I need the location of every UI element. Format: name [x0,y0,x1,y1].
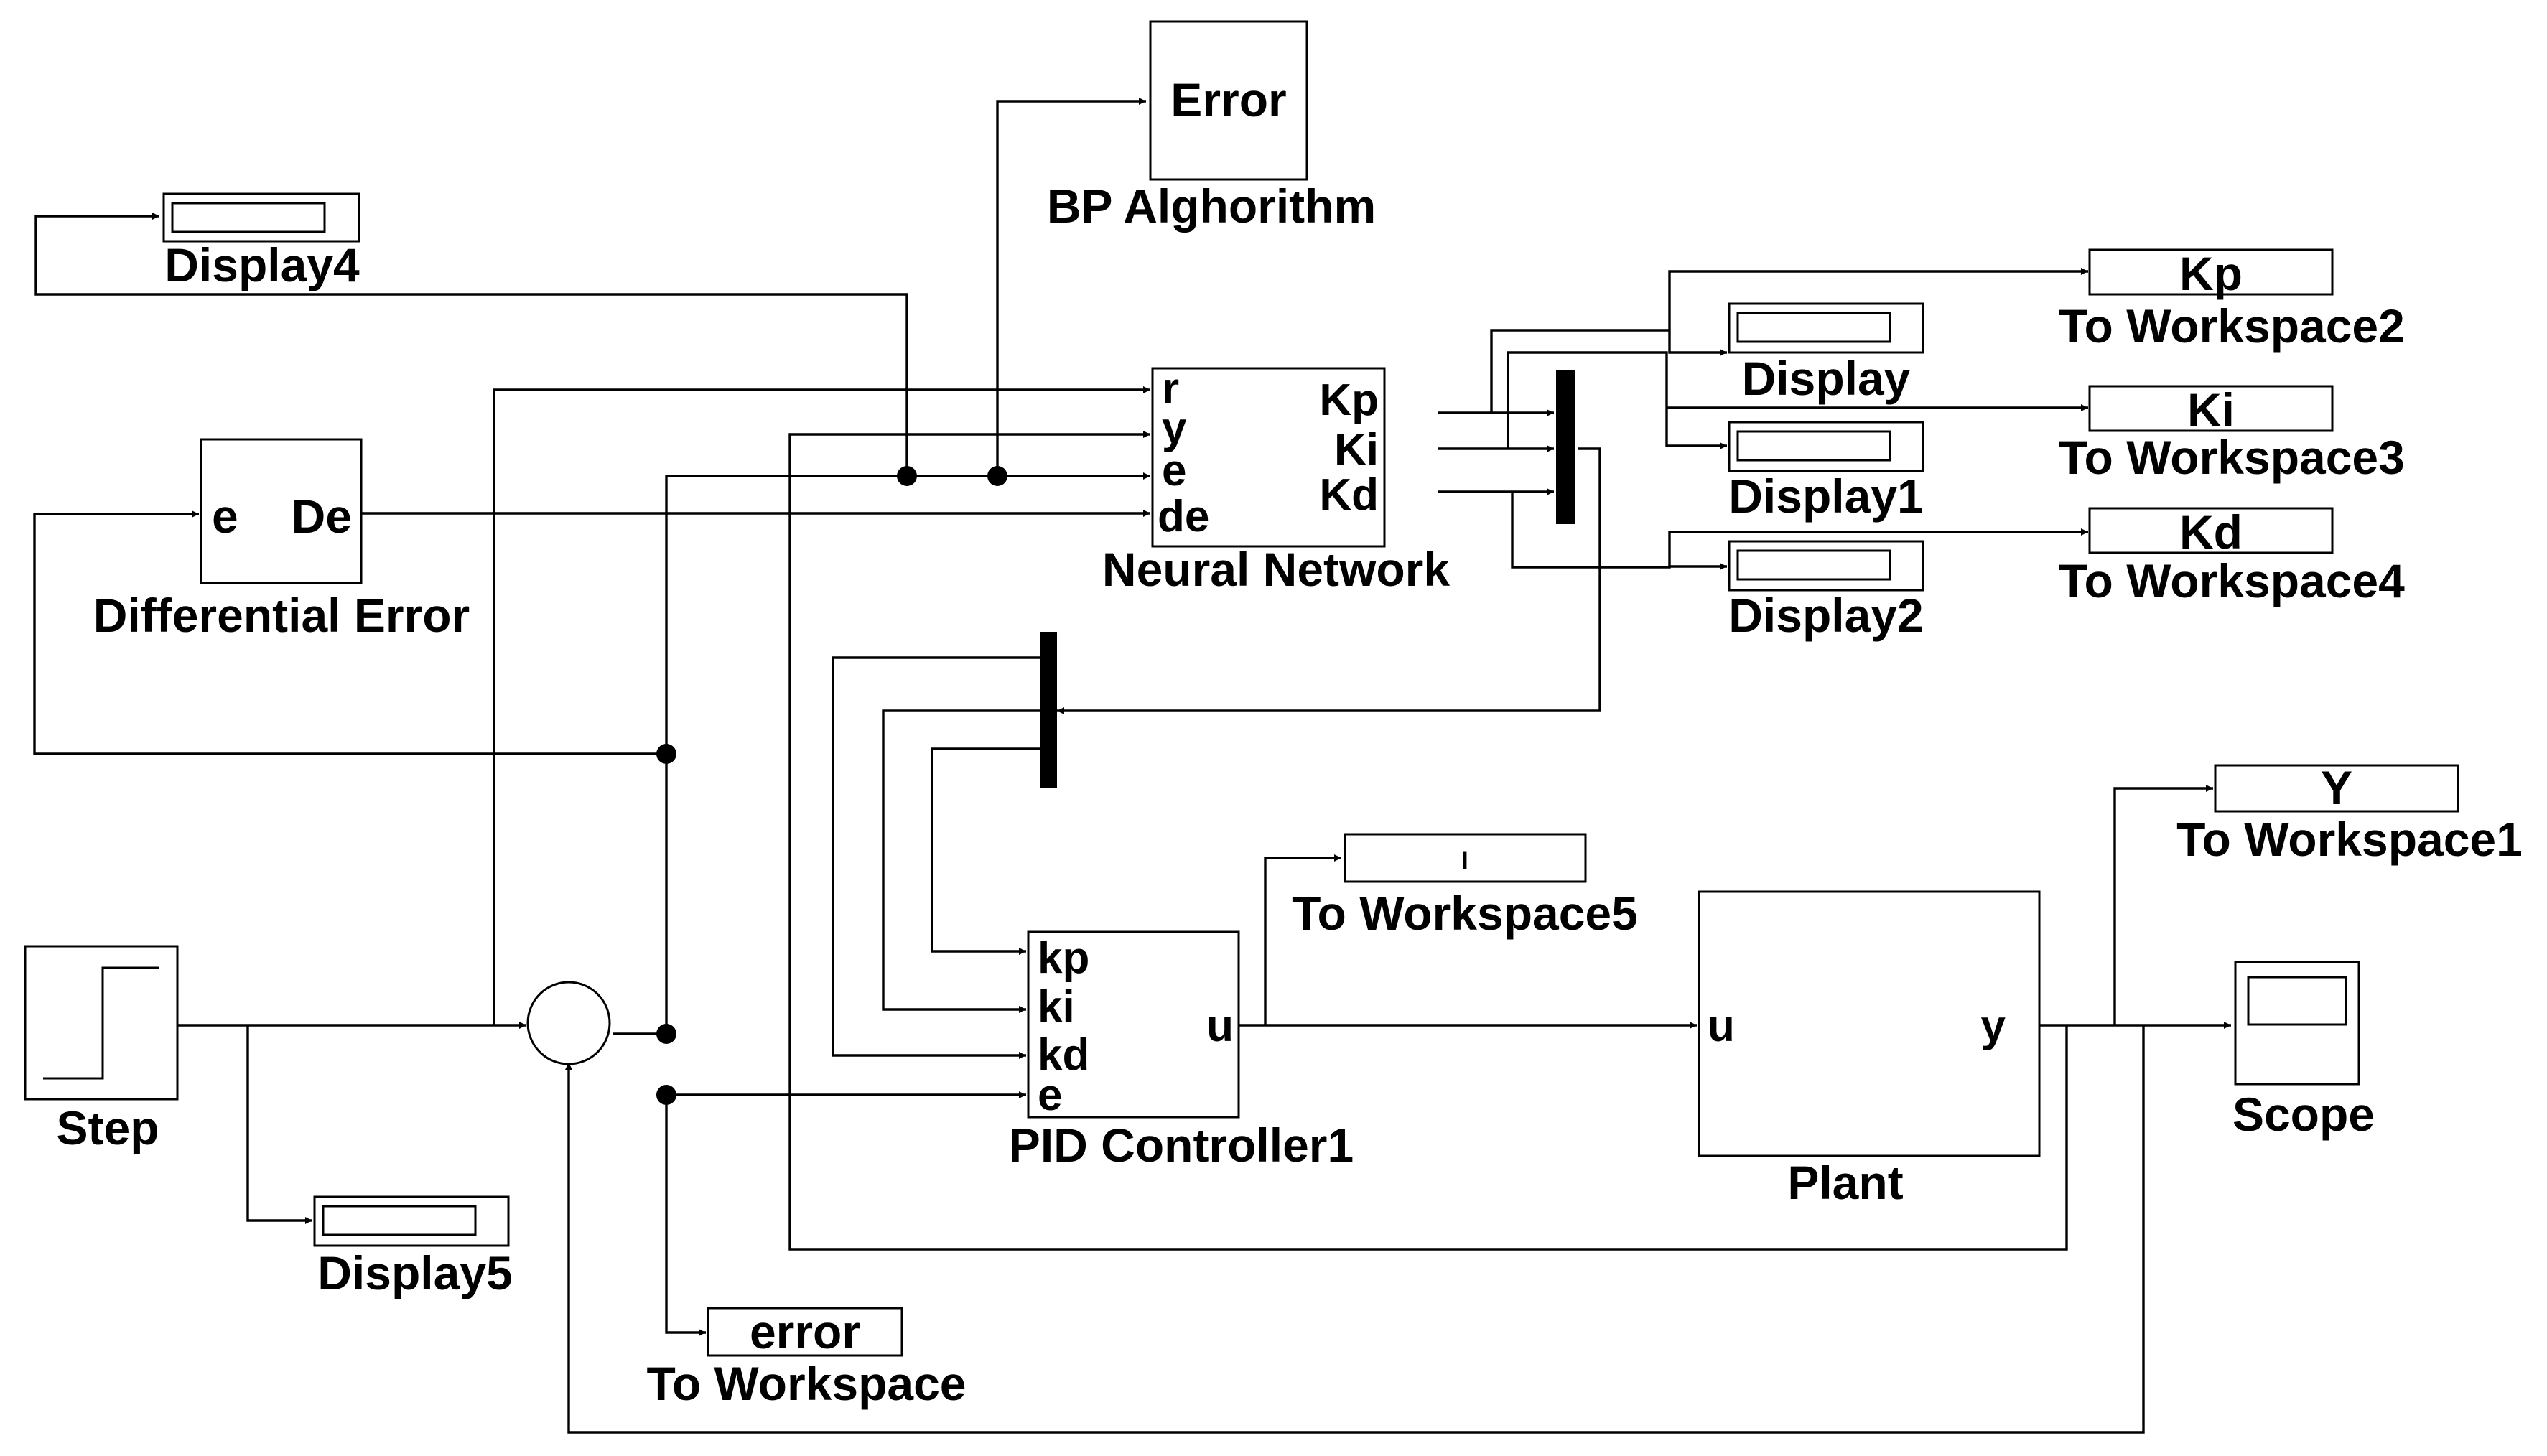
display-icon [1736,549,1891,581]
step-block[interactable]: Step [24,945,179,1154]
error-block[interactable]: Error BP Alghorithm [1047,20,1376,233]
junction-dot [987,466,1007,486]
junction-dot [656,744,676,764]
junction-dot [656,1085,676,1105]
sum-icon[interactable] [526,981,611,1065]
neural-network-block[interactable]: r y e de Kp Ki Kd Neural Network [1102,364,1450,596]
scope-label: Scope [2232,1088,2375,1141]
wire-kp-to-pid [931,747,1040,955]
to-workspace4-text: Kd [2179,505,2243,559]
wire-e-to-workspace [665,1095,706,1336]
mux-icon[interactable] [1556,370,1575,524]
nn-port-kp: Kp [1319,375,1379,425]
display-block[interactable]: Display [1728,302,1924,405]
to-workspace2-label: To Workspace2 [2059,299,2405,353]
to-workspace4-block[interactable]: Kd To Workspace4 [2059,505,2405,607]
junction-dot [897,466,917,486]
to-workspace-text: error [750,1305,860,1358]
nn-port-ki: Ki [1334,425,1379,475]
wire-e-to-differential [33,510,666,755]
differential-error-label: Differential Error [93,589,470,642]
differential-error-block[interactable]: e De Differential Error [93,438,470,642]
differential-error-in-port: e [212,490,238,543]
wire-mux-to-demux [1057,447,1601,714]
wire-e-to-error [996,98,1146,476]
wire-kp-to-workspace2 [1668,268,2088,330]
display-label: Display [1742,352,1911,405]
wire-ki-to-display1 [1507,351,1727,449]
wire-e-to-display4 [34,213,908,476]
mux-icon[interactable] [1040,632,1057,788]
differential-error-out-port: De [292,490,352,543]
wire-u-to-workspace5 [1264,854,1341,1025]
scope-block[interactable]: Scope [2232,961,2375,1141]
to-workspace4-label: To Workspace4 [2059,554,2405,607]
plant-port-u: u [1708,1002,1735,1051]
display1-label: Display1 [1728,470,1923,523]
nn-port-e: e [1162,446,1186,495]
display5-label: Display5 [317,1246,512,1299]
step-icon [43,966,159,1080]
display4-block[interactable]: Display4 [162,192,360,291]
display5-block[interactable]: Display5 [313,1195,513,1299]
to-workspace-label: To Workspace [646,1357,966,1410]
pid-controller-label: PID Controller1 [1009,1119,1354,1172]
display4-label: Display4 [164,238,360,291]
display-icon [171,202,326,233]
pid-port-e: e [1038,1070,1062,1120]
display-icon [322,1205,477,1236]
to-workspace1-label: To Workspace1 [2176,813,2523,866]
nn-port-kd: Kd [1319,470,1379,520]
display2-label: Display2 [1728,589,1923,642]
to-workspace3-label: To Workspace3 [2059,431,2405,484]
step-label: Step [56,1101,159,1154]
signal-wires [33,98,2231,1434]
pid-port-kd: kd [1038,1030,1089,1080]
display-icon [1736,430,1891,462]
error-block-text: Error [1170,73,1286,126]
wire-kd-to-display2 [1511,492,1727,570]
wire-kp-to-display [1490,329,1727,413]
nn-port-r: r [1162,364,1179,414]
plant-block[interactable]: u y Plant [1698,890,2041,1209]
wire-kd-to-pid [832,656,1040,1059]
wire-step-to-display5 [246,1025,312,1224]
to-workspace5-text: I [1461,847,1468,874]
nn-port-y: y [1162,403,1187,453]
plant-port-y: y [1981,1002,2006,1051]
plant-label: Plant [1787,1156,1903,1209]
to-workspace2-block[interactable]: Kp To Workspace2 [2059,247,2405,353]
neural-network-label: Neural Network [1102,543,1450,596]
pid-controller-block[interactable]: kp ki kd e u PID Controller1 [1009,930,1354,1172]
wire-kd-to-workspace4 [1668,528,2088,566]
to-workspace3-block[interactable]: Ki To Workspace3 [2059,383,2405,484]
wire-r [493,386,1150,1025]
to-workspace1-text: Y [2321,761,2352,814]
pid-port-kp: kp [1038,933,1089,983]
to-workspace5-label: To Workspace5 [1292,887,1638,940]
to-workspace3-text: Ki [2187,383,2235,437]
nn-port-de: de [1158,492,1209,541]
display2-block[interactable]: Display2 [1728,540,1924,642]
wire-y-to-workspace1 [2113,785,2213,1025]
to-workspace2-text: Kp [2179,247,2243,300]
to-workspace5-block[interactable]: I To Workspace5 [1292,833,1638,940]
display1-block[interactable]: Display1 [1728,421,1924,523]
display-icon [1736,312,1891,343]
error-block-label: BP Alghorithm [1047,179,1376,233]
junction-dot [656,1024,676,1044]
pid-port-ki: ki [1038,982,1075,1032]
pid-port-u: u [1206,1002,1234,1051]
scope-icon [2247,976,2347,1026]
wire-ki-to-pid [882,709,1040,1013]
wire-y-to-nn [788,431,2068,1251]
to-workspace1-block[interactable]: Y To Workspace1 [2176,761,2523,866]
to-workspace-block[interactable]: error To Workspace [646,1305,966,1410]
wire-y-feedback [565,1025,2145,1434]
